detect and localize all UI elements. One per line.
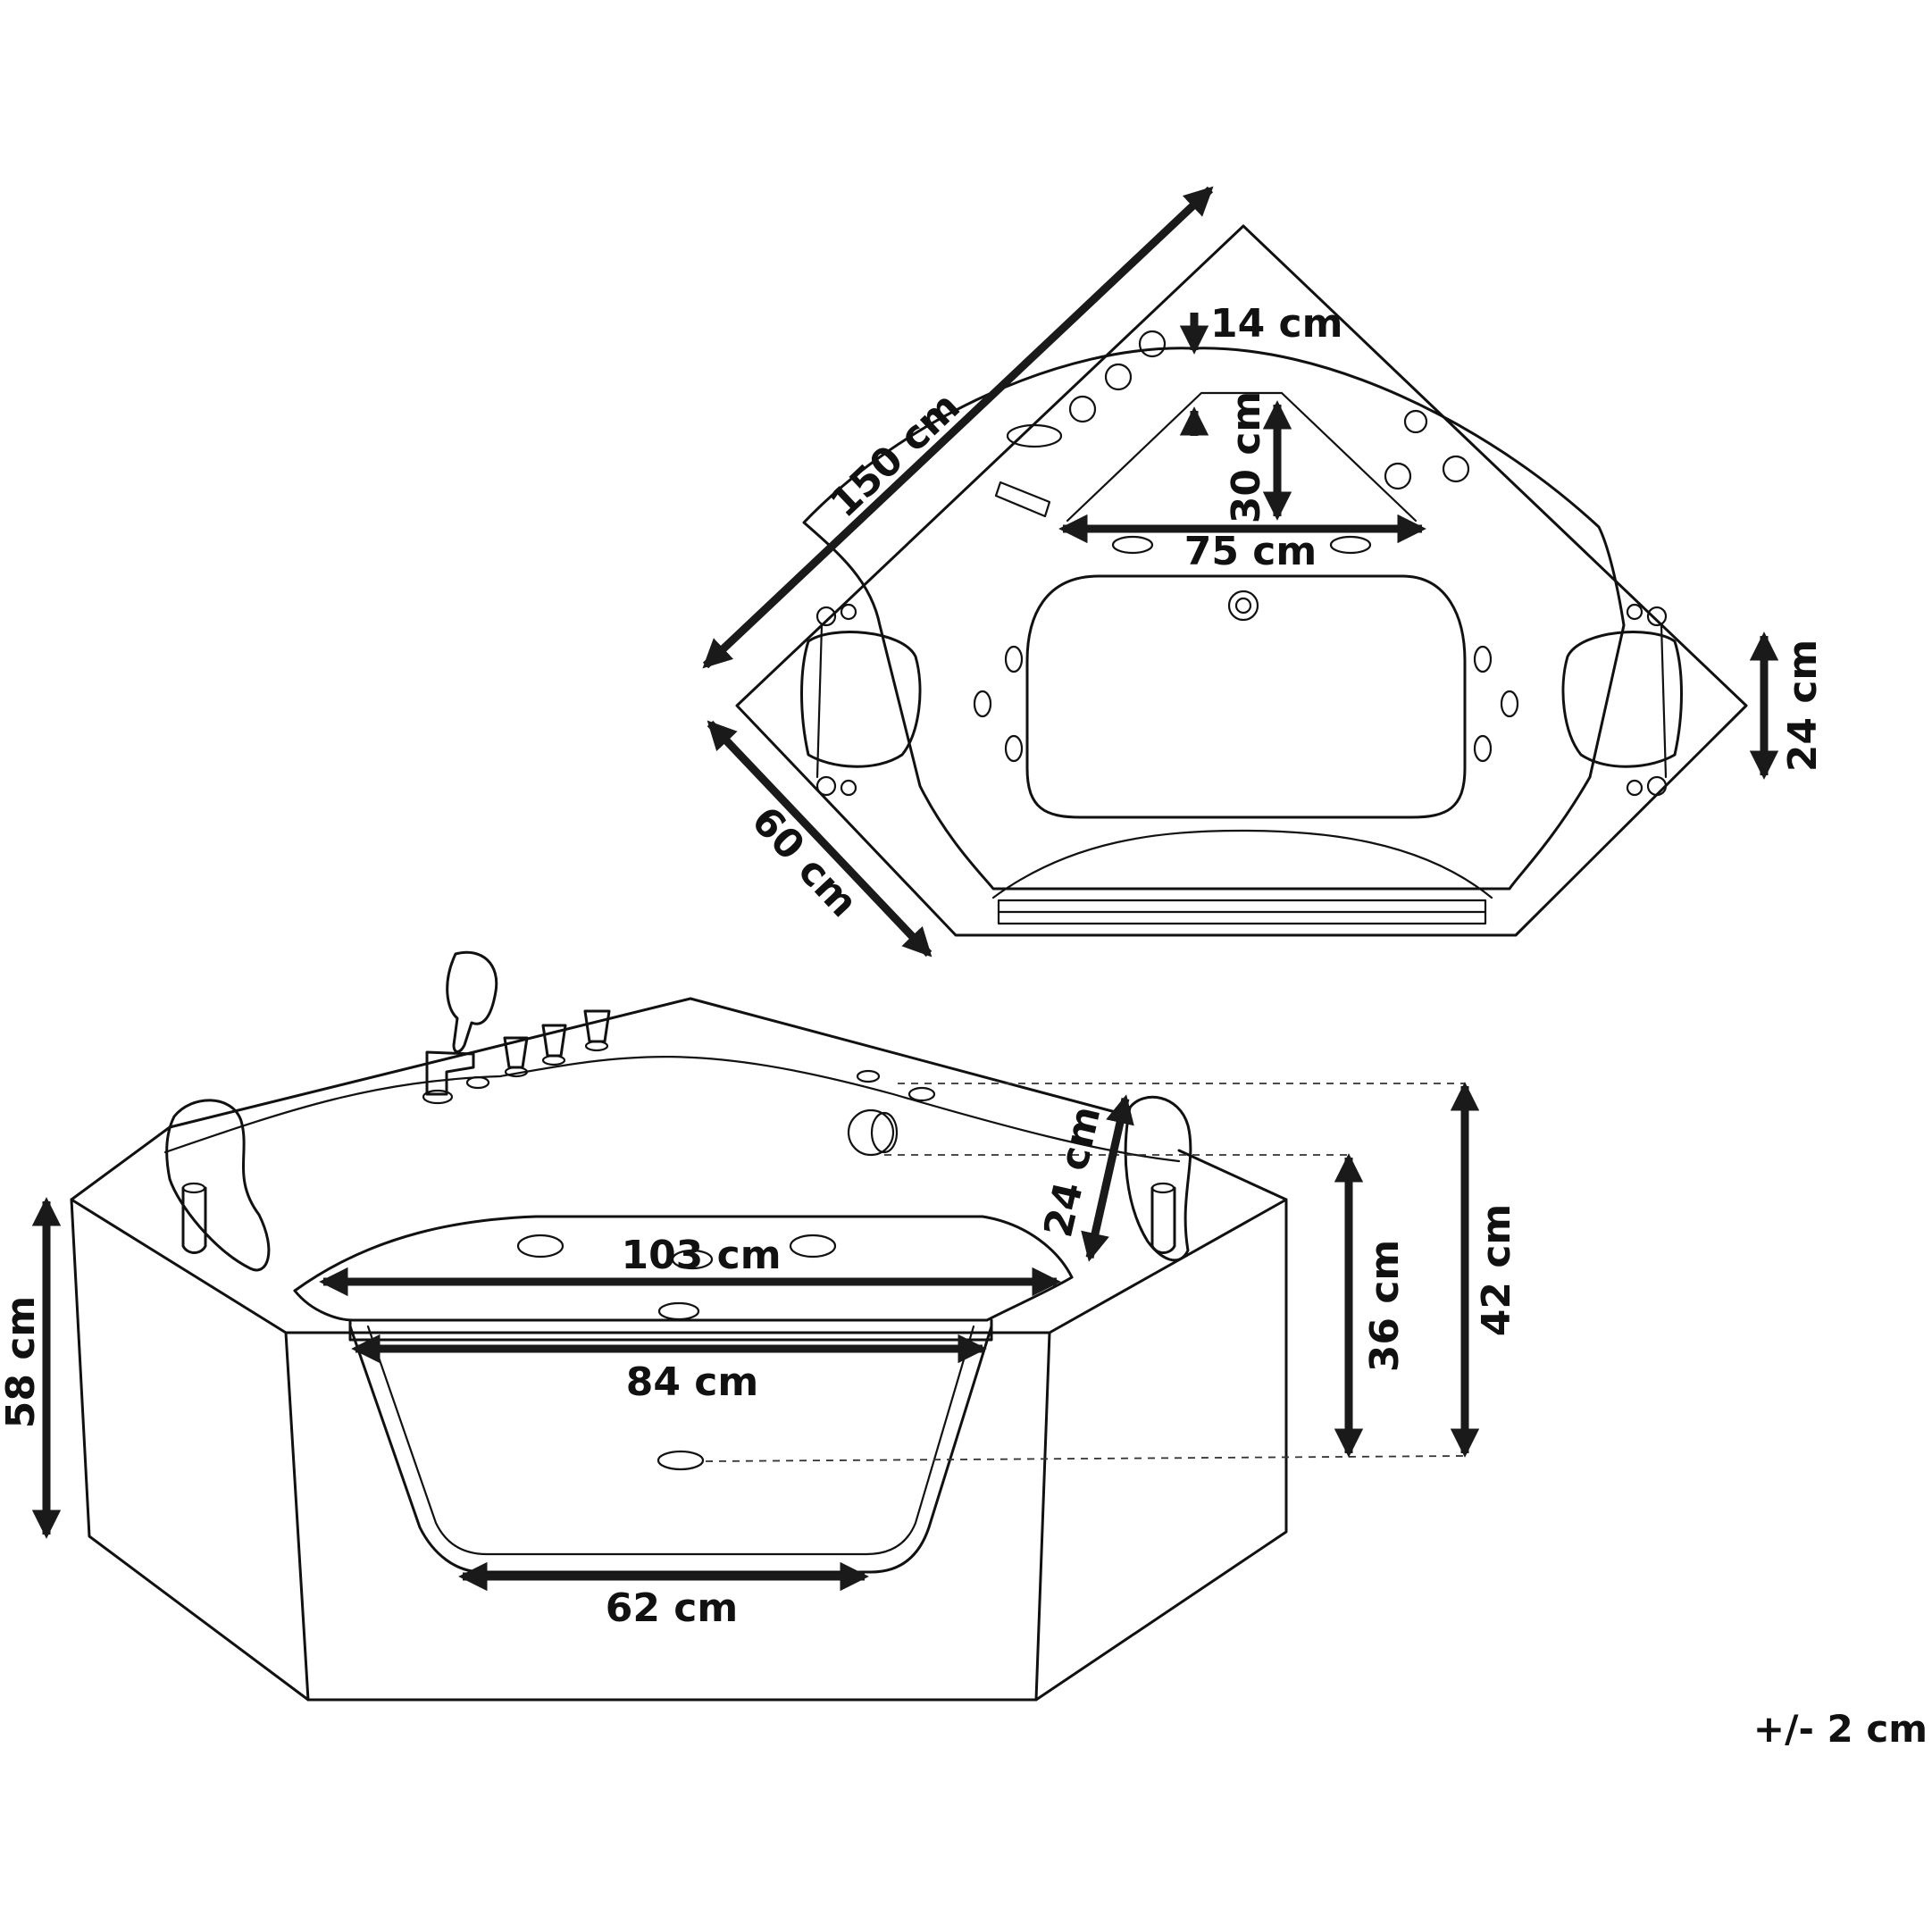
label-75cm: 75 cm xyxy=(1184,529,1317,574)
ref-line-bottom xyxy=(705,1455,1466,1462)
label-36cm: 36 cm xyxy=(1362,1240,1408,1372)
top-view-dimensions: 150 cm 60 cm 14 cm 30 cm 75 cm 24 cm xyxy=(702,186,1826,958)
label-62cm: 62 cm xyxy=(606,1585,738,1631)
label-30cm: 30 cm xyxy=(1224,391,1269,523)
label-42cm: 42 cm xyxy=(1474,1204,1519,1336)
front-view-dimensions: 58 cm 103 cm 84 cm 62 cm 24 cm 36 cm 42 … xyxy=(0,1082,1519,1631)
label-14cm: 14 cm xyxy=(1210,301,1342,347)
label-103cm: 103 cm xyxy=(621,1233,781,1278)
dim-line-60 xyxy=(707,720,933,958)
label-84cm: 84 cm xyxy=(626,1359,758,1405)
label-150cm: 150 cm xyxy=(821,383,968,526)
tolerance-note: +/- 2 cm xyxy=(1753,1707,1928,1751)
label-58cm: 58 cm xyxy=(0,1296,44,1428)
dim-line-150 xyxy=(702,186,1214,669)
dim-line-24-front xyxy=(1081,1094,1134,1262)
label-24cm-top: 24 cm xyxy=(1780,640,1826,772)
